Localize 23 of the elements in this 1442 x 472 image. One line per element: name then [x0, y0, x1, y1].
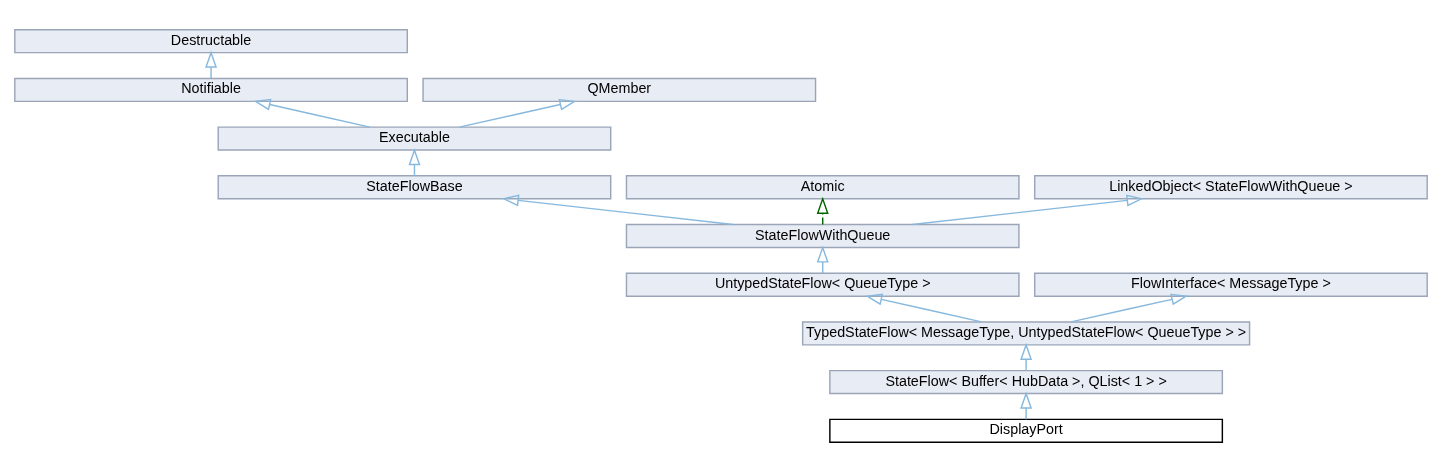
node-box: DisplayPort: [829, 418, 1224, 443]
node-box: LinkedObject< StateFlowWithQueue >: [1034, 175, 1428, 200]
arrow: [253, 98, 371, 128]
node-box: Notifiable: [14, 77, 408, 103]
node-box: StateFlow< Buffer< HubData >, QList< 1 > >: [829, 369, 1224, 395]
arrow: [816, 196, 829, 226]
arrow: [205, 50, 218, 79]
node-box: TypedStateFlow< MessageType, UntypedStateFlow< QueueType > >: [801, 321, 1251, 346]
node-box: UntypedStateFlow< QueueType >: [625, 272, 1020, 297]
arrow: [458, 98, 577, 128]
node-box: FlowInterface< MessageType >: [1034, 272, 1428, 297]
arrow: [1070, 293, 1189, 323]
node-box: Executable: [217, 126, 612, 151]
arrow: [1020, 342, 1033, 372]
node-box: StateFlowBase: [217, 175, 612, 200]
node-box: Destructable: [14, 29, 408, 54]
arrow: [1020, 391, 1033, 420]
node-box: QMember: [422, 77, 817, 103]
arrow: [865, 293, 983, 323]
node-box: StateFlowWithQueue: [625, 223, 1020, 249]
node-box: Atomic: [625, 175, 1020, 200]
arrow: [911, 194, 1144, 226]
arrow: [501, 194, 734, 226]
